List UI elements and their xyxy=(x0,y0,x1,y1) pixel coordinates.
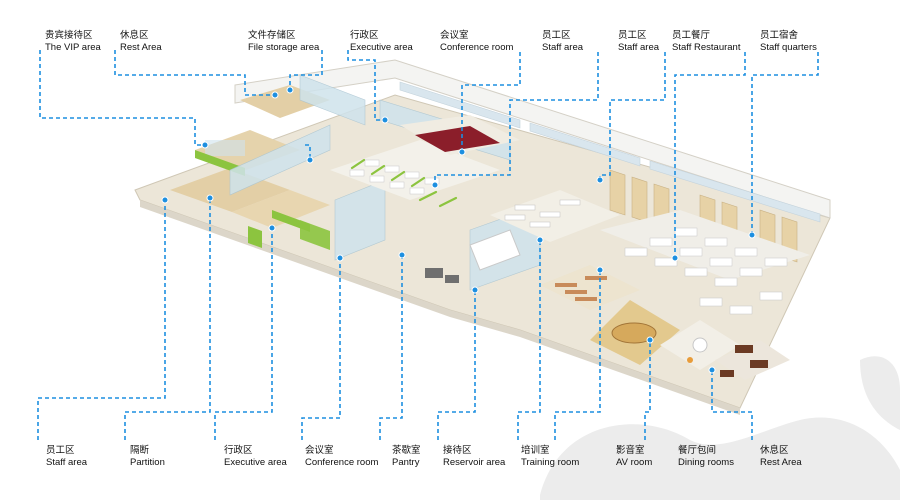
label-rest-area-bottom-zh: 休息区 xyxy=(760,445,789,456)
label-dining-rooms-en: Dining rooms xyxy=(678,457,734,468)
dining-rooms xyxy=(660,320,740,370)
label-conference-room-top-en: Conference room xyxy=(440,42,514,53)
label-staff-area-top-2-zh: 员工区 xyxy=(618,30,647,41)
label-staff-quarters: 员工宿舍 Staff quarters xyxy=(760,30,817,54)
label-reservoir-area-en: Reservoir area xyxy=(443,457,506,468)
training-room xyxy=(490,190,620,242)
label-staff-quarters-en: Staff quarters xyxy=(760,42,817,53)
label-training-room-zh: 培训室 xyxy=(521,445,550,456)
restaurant-tables xyxy=(600,210,810,315)
label-staff-area-bottom-en: Staff area xyxy=(46,457,88,468)
label-staff-area-top-1-zh: 员工区 xyxy=(542,30,571,41)
label-pantry: 茶歇室 Pantry xyxy=(392,445,421,469)
label-av-room-en: AV room xyxy=(616,457,653,468)
open-staff-desks xyxy=(330,140,500,208)
label-conference-room-top: 会议室 Conference room xyxy=(440,30,513,54)
leader-lines-bottom xyxy=(37,198,753,440)
label-av-room: 影音室 AV room xyxy=(616,445,652,469)
label-staff-area-top-1-en: Staff area xyxy=(542,42,584,53)
leader-lines-top xyxy=(39,50,819,258)
label-dining-rooms: 餐厅包间 Dining rooms xyxy=(678,445,734,469)
label-conference-room-top-zh: 会议室 xyxy=(440,30,469,41)
label-vip-area: 贵宾接待区 The VIP area xyxy=(45,30,101,54)
label-executive-area-top-zh: 行政区 xyxy=(350,30,379,41)
label-executive-area-top: 行政区 Executive area xyxy=(350,30,413,54)
label-rest-area-top: 休息区 Rest Area xyxy=(120,30,162,54)
label-file-storage-area: 文件存储区 File storage area xyxy=(248,30,319,54)
lower-training-room xyxy=(540,265,640,310)
label-conference-room-bottom: 会议室 Conference room xyxy=(305,445,378,469)
label-partition-zh: 隔断 xyxy=(130,445,150,456)
label-staff-area-bottom: 员工区 Staff area xyxy=(46,445,87,469)
label-partition-en: Partition xyxy=(130,457,165,468)
front-wall xyxy=(140,200,740,415)
label-vip-area-en: The VIP area xyxy=(45,42,101,53)
label-pantry-zh: 茶歇室 xyxy=(392,445,421,456)
label-staff-area-top-2-en: Staff area xyxy=(618,42,660,53)
label-staff-quarters-zh: 员工宿舍 xyxy=(760,30,799,41)
label-staff-restaurant-en: Staff Restaurant xyxy=(672,42,741,53)
label-executive-area-top-en: Executive area xyxy=(350,42,413,53)
label-staff-area-top-1: 员工区 Staff area xyxy=(542,30,583,54)
label-executive-area-bottom: 行政区 Executive area xyxy=(224,445,287,469)
label-rest-area-top-zh: 休息区 xyxy=(120,30,149,41)
label-staff-area-bottom-zh: 员工区 xyxy=(46,445,75,456)
reception-and-pantry xyxy=(425,229,521,283)
windows xyxy=(399,81,821,223)
green-partitions xyxy=(195,150,330,250)
label-training-room-en: Training room xyxy=(521,457,580,468)
label-training-room: 培训室 Training room xyxy=(521,445,579,469)
label-staff-restaurant-zh: 员工餐厅 xyxy=(672,30,711,41)
rest-area-lounge xyxy=(715,340,790,380)
label-conference-room-bottom-zh: 会议室 xyxy=(305,445,334,456)
label-rest-area-bottom: 休息区 Rest Area xyxy=(760,445,802,469)
label-rest-area-bottom-en: Rest Area xyxy=(760,457,802,468)
label-partition: 隔断 Partition xyxy=(130,445,165,469)
label-conference-room-bottom-en: Conference room xyxy=(305,457,379,468)
label-executive-area-bottom-zh: 行政区 xyxy=(224,445,253,456)
label-staff-area-top-2: 员工区 Staff area xyxy=(618,30,659,54)
label-pantry-en: Pantry xyxy=(392,457,420,468)
label-av-room-zh: 影音室 xyxy=(616,445,645,456)
label-reservoir-area-zh: 接待区 xyxy=(443,445,472,456)
label-vip-area-zh: 贵宾接待区 xyxy=(45,30,93,41)
label-staff-restaurant: 员工餐厅 Staff Restaurant xyxy=(672,30,740,54)
av-room xyxy=(590,300,680,365)
label-dining-rooms-zh: 餐厅包间 xyxy=(678,445,717,456)
watermark-graphic xyxy=(540,356,900,500)
label-rest-area-top-en: Rest Area xyxy=(120,42,162,53)
label-file-storage-area-en: File storage area xyxy=(248,42,320,53)
conference-table-area xyxy=(400,115,520,155)
label-executive-area-bottom-en: Executive area xyxy=(224,457,287,468)
label-reservoir-area: 接待区 Reservoir area xyxy=(443,445,505,469)
anchor-dots xyxy=(161,86,756,374)
label-file-storage-area-zh: 文件存储区 xyxy=(248,30,296,41)
